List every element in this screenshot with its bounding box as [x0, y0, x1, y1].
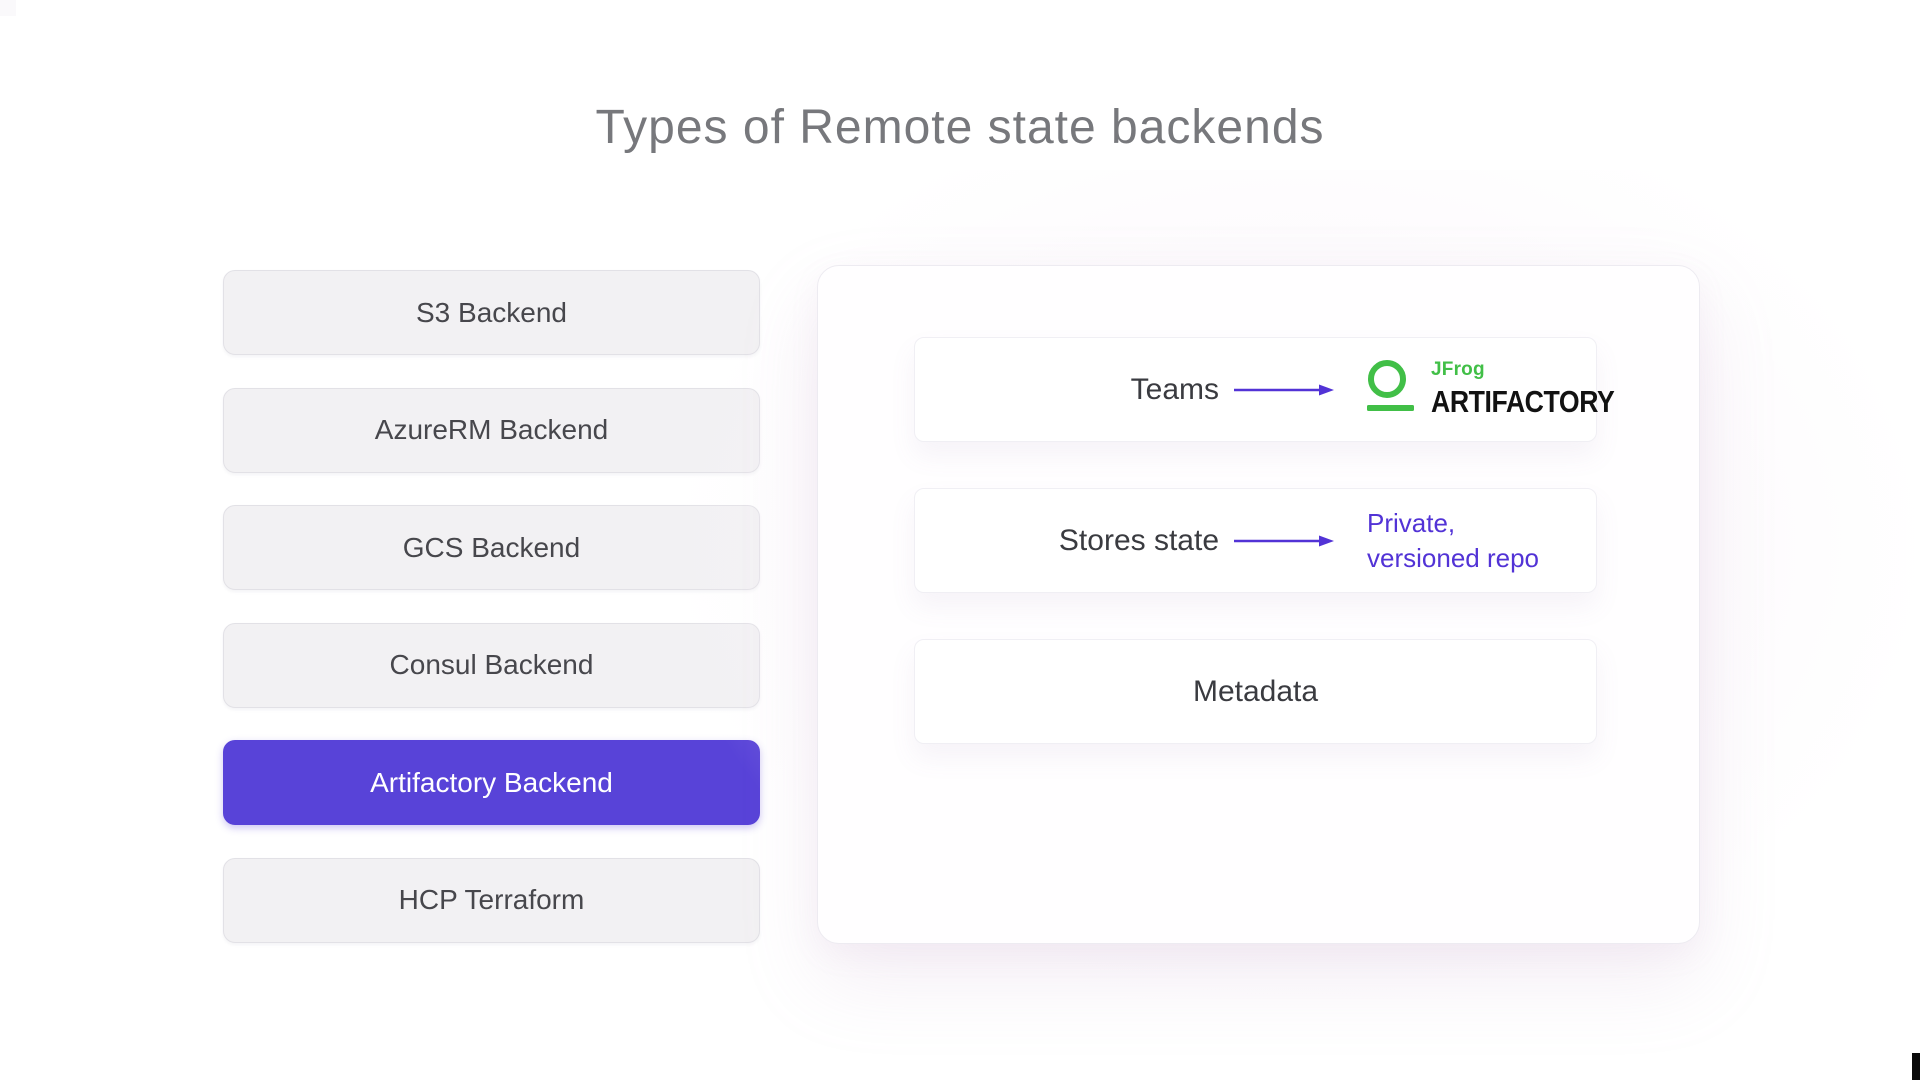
teams-card: Teams JFrog ARTIF [914, 337, 1615, 442]
arrow-right-icon [1219, 534, 1349, 548]
jfrog-artifactory-logo: JFrog ARTIFACTORY [1367, 359, 1644, 420]
backend-button-azurerm[interactable]: AzureRM Backend [223, 387, 760, 473]
backend-button-hcp-terraform[interactable]: HCP Terraform [223, 857, 760, 943]
backend-button-gcs[interactable]: GCS Backend [223, 505, 760, 590]
stores-state-target: Private, versioned repo [1349, 506, 1580, 576]
metadata-label: Metadata [1192, 674, 1319, 708]
teams-label: Teams [1130, 372, 1219, 406]
jfrog-icon [1367, 359, 1415, 420]
artifactory-product-text: ARTIFACTORY [1431, 384, 1615, 419]
backend-button-consul[interactable]: Consul Backend [223, 622, 760, 708]
private-versioned-repo-text: Private, versioned repo [1367, 507, 1539, 573]
top-left-artifact [0, 0, 16, 16]
stores-state-label: Stores state [1058, 523, 1219, 557]
teams-target: JFrog ARTIFACTORY [1349, 359, 1644, 420]
detail-panel: Teams JFrog ARTIF [817, 265, 1700, 944]
backend-button-s3[interactable]: S3 Backend [223, 270, 760, 355]
metadata-card: Metadata [914, 639, 1597, 744]
text-cursor-artifact [1912, 1053, 1920, 1080]
arrow-right-icon [1219, 383, 1349, 397]
jfrog-brand-text: JFrog [1431, 359, 1485, 380]
backend-button-artifactory[interactable]: Artifactory Backend [223, 740, 760, 825]
stores-state-card: Stores state Private, versioned repo [914, 488, 1597, 593]
backend-list: S3 Backend AzureRM Backend GCS Backend C… [223, 270, 760, 943]
page-title: Types of Remote state backends [595, 101, 1325, 154]
